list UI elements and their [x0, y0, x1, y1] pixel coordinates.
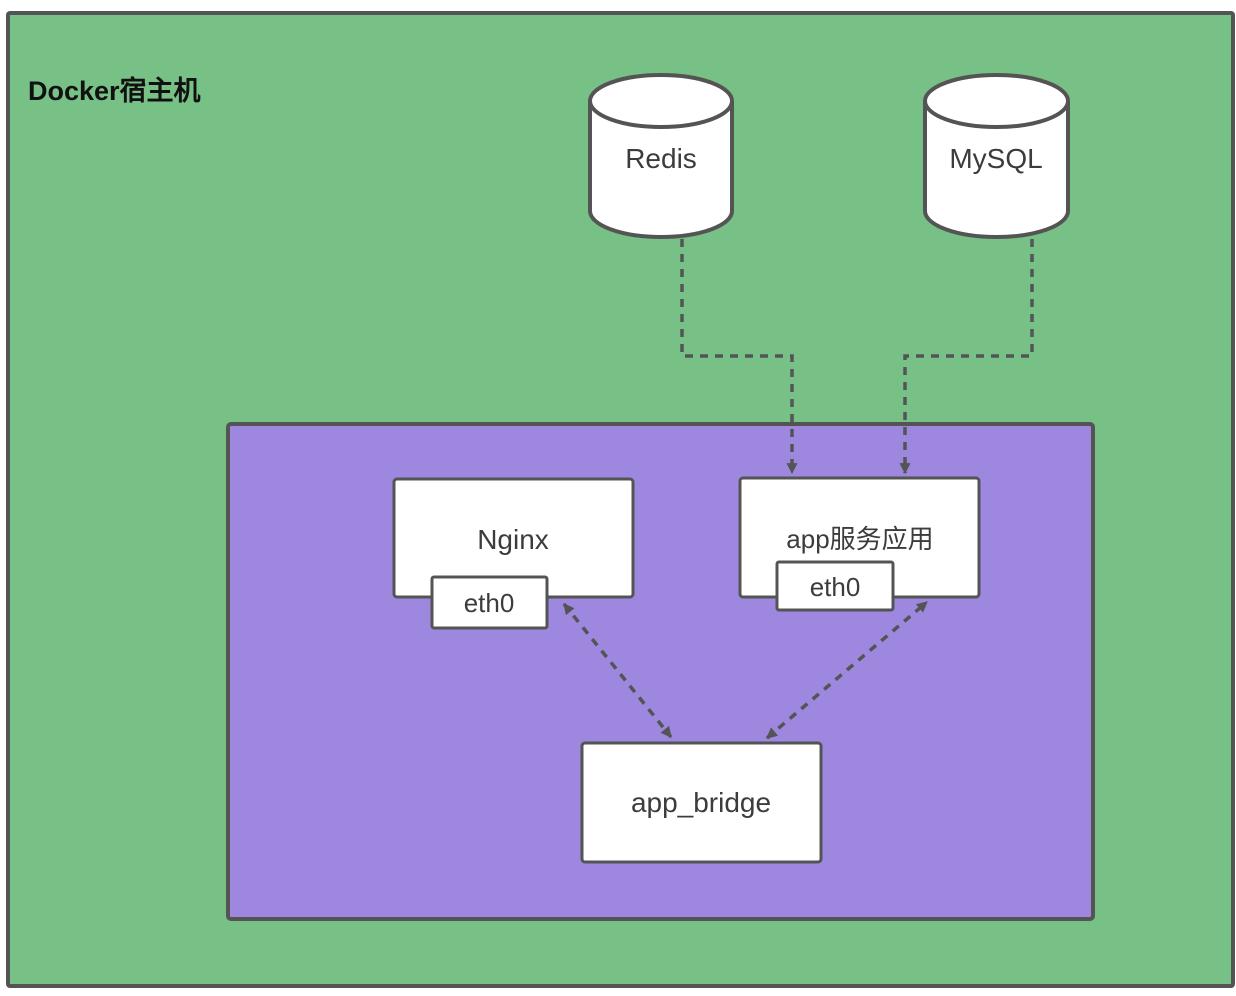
redis-node: Redis	[588, 73, 734, 239]
app-eth0-node: eth0	[775, 560, 895, 612]
redis-cylinder-top	[588, 73, 734, 129]
app-service-label: app服务应用	[786, 524, 933, 554]
mysql-label: MySQL	[949, 143, 1042, 174]
bridge-label: app_bridge	[631, 787, 771, 818]
nginx-eth0-box	[430, 575, 549, 630]
app-eth0-bridge-arrow	[765, 600, 929, 740]
mysql-cylinder-top	[923, 73, 1070, 129]
nginx-eth0-label: eth0	[464, 588, 515, 618]
mysql-node: MySQL	[923, 73, 1070, 239]
bridge-node: app_bridge	[580, 741, 823, 864]
redis-to-app-arrow	[680, 239, 798, 475]
mysql-cylinder-body	[923, 101, 1070, 239]
redis-cylinder-body	[588, 101, 734, 239]
app-eth0-label: eth0	[810, 572, 861, 602]
docker-host-title: Docker宿主机	[28, 75, 201, 106]
redis-label: Redis	[625, 143, 697, 174]
bridge-box	[580, 741, 823, 864]
nginx-node: Nginx	[392, 477, 635, 599]
nginx-eth0-node: eth0	[430, 575, 549, 630]
nginx-eth0-bridge-arrow	[562, 602, 673, 739]
mysql-to-app-arrow	[899, 239, 1034, 475]
nginx-label: Nginx	[477, 524, 549, 555]
